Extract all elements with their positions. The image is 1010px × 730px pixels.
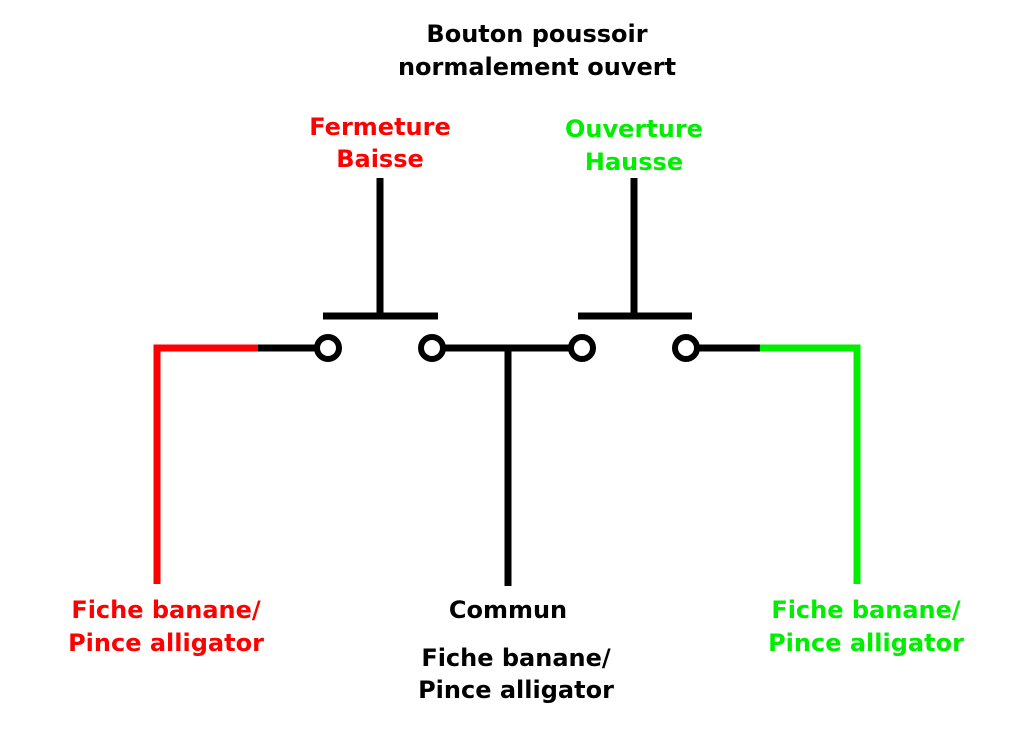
right-contact-1 [568,334,596,362]
common-terminal-name: Commun [449,596,567,624]
left-button-label-2: Baisse [336,145,424,173]
left-terminal-label-2: Pince alligator [68,629,264,657]
left-contact-1 [314,334,342,362]
right-button-label-2: Hausse [585,148,683,176]
common-terminal-label-2: Pince alligator [418,676,614,704]
title-line-2: normalement ouvert [398,53,676,81]
common-terminal-label-1: Fiche banane/ [421,644,611,672]
left-button-label-1: Fermeture [309,113,451,141]
right-terminal-label-2: Pince alligator [768,629,964,657]
right-button-label-1: Ouverture [565,115,703,143]
left-push-button [323,178,438,320]
title-line-1: Bouton poussoir [426,20,647,48]
right-contact-2 [672,334,700,362]
left-terminal-label-1: Fiche banane/ [71,596,261,624]
right-terminal-label-1: Fiche banane/ [771,596,961,624]
right-wire-green [760,344,861,584]
left-wire-red [153,344,258,584]
right-push-button [578,178,692,320]
left-contact-2 [418,334,446,362]
